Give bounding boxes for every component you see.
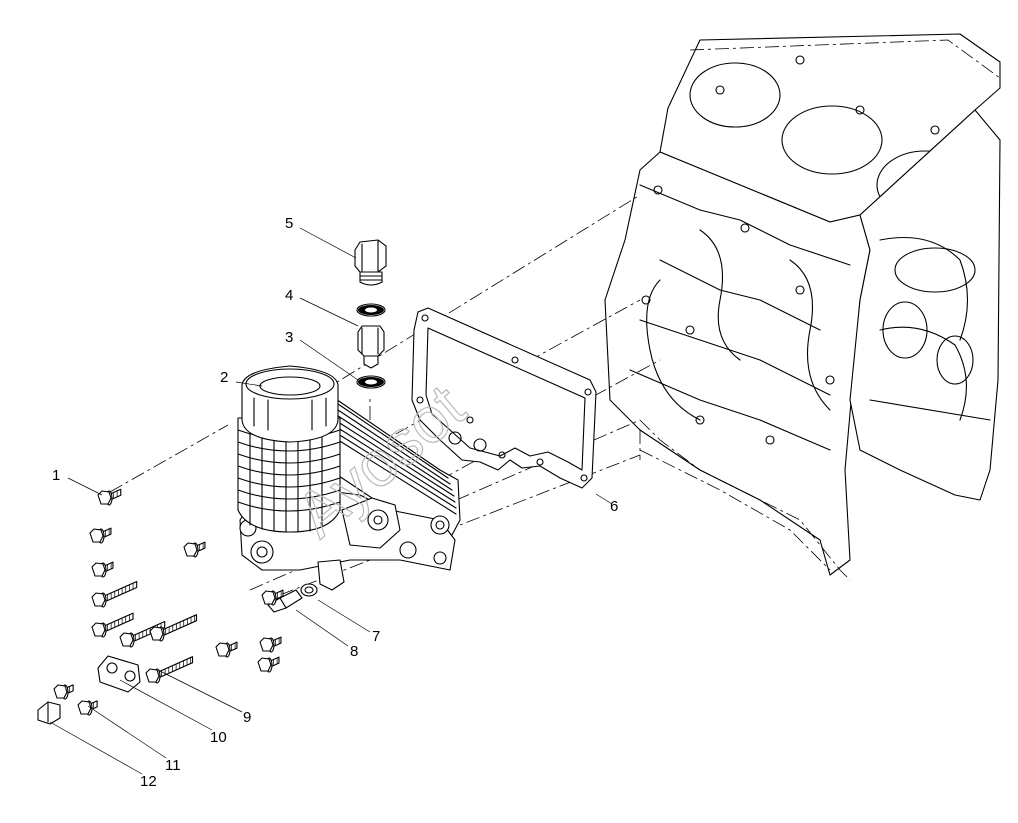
callout-11: 11 [165,757,181,774]
bolts-group [53,488,284,716]
bolt [97,488,122,506]
bracket [97,655,141,693]
callout-6: 6 [610,498,618,515]
bolt [261,589,284,606]
callout-9: 9 [243,709,251,726]
callout-2: 2 [220,369,228,386]
bolt [183,541,206,558]
callout-12: 12 [140,773,157,790]
callout-5: 5 [285,215,293,232]
callout-3: 3 [285,329,293,346]
bolt [89,527,112,544]
callout-10: 10 [210,729,227,746]
oil-filter-housing [237,365,461,591]
plug [37,701,61,725]
leader-lines [49,227,613,775]
bolt [77,700,98,716]
bolt [91,580,138,608]
bolt [215,641,238,658]
sealing-washer-3 [356,375,386,389]
bolt [91,612,134,638]
bolt [259,636,282,653]
bolt [53,684,74,700]
adapter-fitting-4 [357,325,385,369]
engine-block [604,33,1001,581]
drain-plug-5 [354,239,387,286]
sealing-washer-upper [356,303,386,317]
bolt [149,614,198,642]
callout-8: 8 [350,643,358,660]
callout-labels: 1 2 3 4 5 6 7 8 9 10 11 12 [52,215,618,790]
bolt [91,561,114,578]
callout-1: 1 [52,467,60,484]
bolt [257,656,280,673]
sensor-7-8 [267,583,318,613]
callout-4: 4 [285,287,293,304]
gasket [411,307,597,489]
block-bolt-holes [641,55,940,445]
bolt [145,656,194,684]
callout-7: 7 [372,628,380,645]
